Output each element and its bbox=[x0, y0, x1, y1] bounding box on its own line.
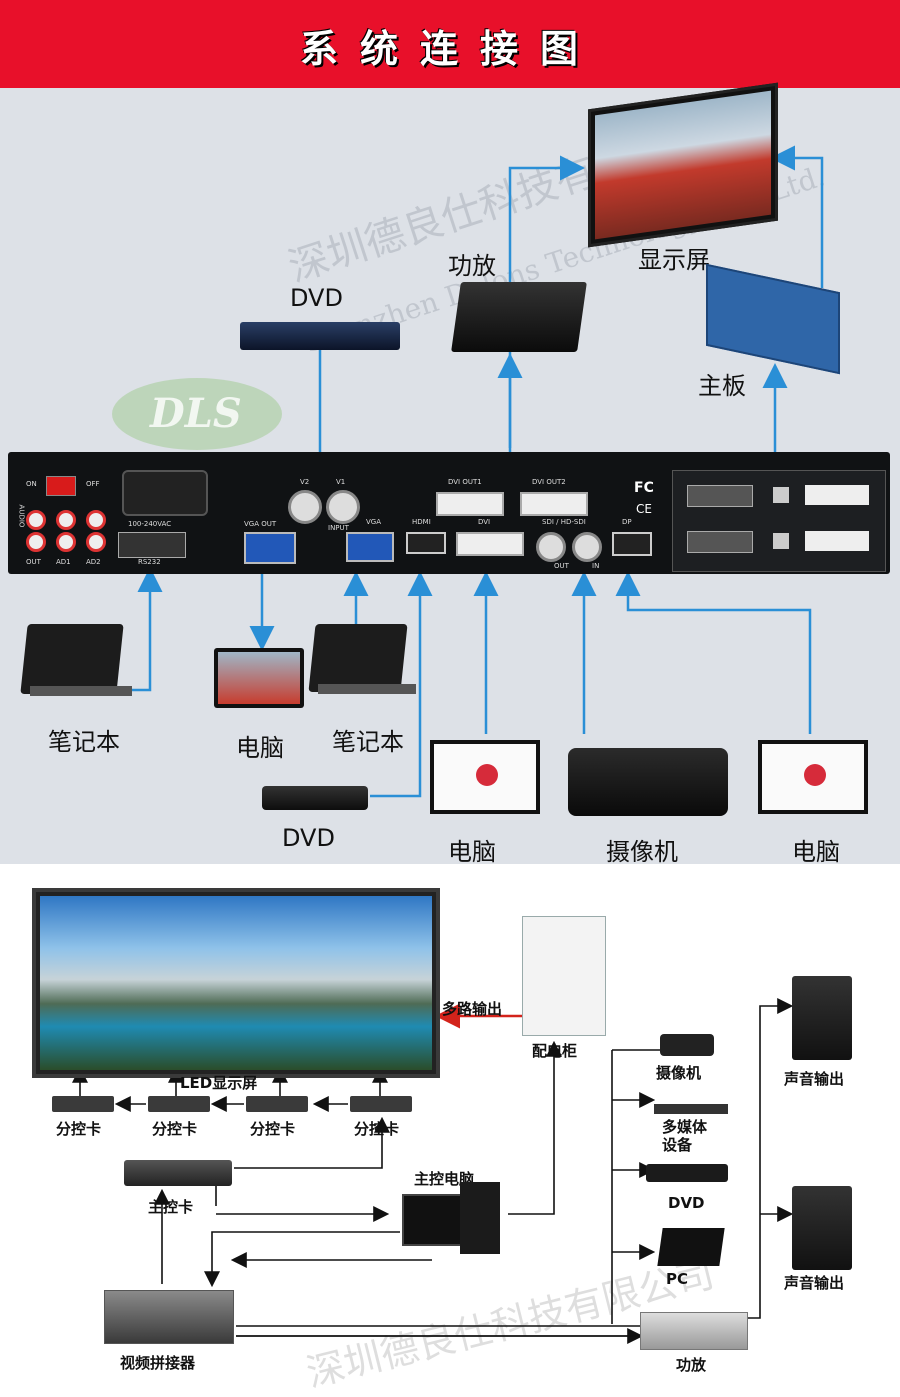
bnc-v1[interactable] bbox=[326, 490, 360, 524]
label-main-card: 主控卡 bbox=[148, 1198, 194, 1216]
pc-monitor-2 bbox=[758, 740, 868, 814]
vga-in-port[interactable] bbox=[346, 532, 394, 562]
video-processor-back-panel: ON OFF AUDIO OUT AD1 AD2 100-240VAC RS23… bbox=[8, 452, 890, 574]
bnc-v2[interactable] bbox=[288, 490, 322, 524]
dvi-in-port[interactable] bbox=[456, 532, 524, 556]
sending-card-ports[interactable] bbox=[672, 470, 886, 572]
title-banner: 系统连接图 bbox=[0, 0, 900, 88]
laptop-2 bbox=[308, 624, 408, 692]
ce-mark: CE bbox=[636, 502, 652, 516]
dvi-out2-port[interactable] bbox=[520, 492, 588, 516]
video-camera bbox=[568, 748, 728, 816]
amplifier-device bbox=[451, 282, 587, 352]
label-pc2: 电脑 bbox=[792, 838, 840, 866]
label-sub-card-1: 分控卡 bbox=[56, 1120, 102, 1138]
label-camera: 摄像机 bbox=[606, 838, 678, 866]
label-splicer: 视频拼接器 bbox=[120, 1354, 196, 1372]
label-sound-out-1: 声音输出 bbox=[784, 1070, 845, 1088]
label-sub-card-4: 分控卡 bbox=[354, 1120, 400, 1138]
page-title: 系统连接图 bbox=[299, 27, 600, 71]
dvi-out1-port[interactable] bbox=[436, 492, 504, 516]
main-pc-monitor bbox=[402, 1194, 464, 1246]
laptop-1 bbox=[20, 624, 124, 694]
label-mainboard: 主板 bbox=[698, 372, 746, 400]
sub-card-4 bbox=[350, 1096, 412, 1112]
rs232-port[interactable] bbox=[118, 532, 186, 558]
power-switch[interactable] bbox=[46, 476, 76, 496]
main-control-card bbox=[124, 1160, 232, 1186]
speaker-2 bbox=[792, 1186, 852, 1270]
speaker-1 bbox=[792, 976, 852, 1060]
label-cabinet: 配电柜 bbox=[532, 1042, 578, 1060]
camcorder-icon bbox=[660, 1034, 714, 1056]
laptop-1-base bbox=[30, 686, 132, 696]
audio-jacks[interactable] bbox=[22, 510, 112, 552]
led-display-screen bbox=[588, 82, 778, 248]
multimedia-device bbox=[654, 1104, 728, 1114]
label-laptop1: 笔记本 bbox=[48, 728, 120, 756]
label-amp: 功放 bbox=[448, 252, 496, 280]
label-multi-out: 多路输出 bbox=[442, 1000, 503, 1018]
led-screen-large bbox=[32, 888, 440, 1078]
sub-card-1 bbox=[52, 1096, 114, 1112]
label-multimedia: 多媒体 设备 bbox=[662, 1118, 708, 1154]
sdi-out-port[interactable] bbox=[536, 532, 566, 562]
sub-card-3 bbox=[246, 1096, 308, 1112]
dp-port[interactable] bbox=[612, 532, 652, 556]
watermark-logo: DLS bbox=[112, 378, 282, 450]
label-dvd-top: DVD bbox=[290, 284, 343, 312]
dvd-player-top bbox=[240, 322, 400, 350]
vga-out-port[interactable] bbox=[244, 532, 296, 564]
label-laptop2: 笔记本 bbox=[332, 728, 404, 756]
connection-diagram-bottom: 深圳德良仕科技有限公司 bbox=[0, 864, 900, 1395]
label-monitor-out: 电脑 bbox=[236, 734, 284, 762]
label-dvd: DVD bbox=[668, 1194, 705, 1212]
laptop-2-base bbox=[318, 684, 416, 694]
dvd-device bbox=[646, 1164, 728, 1182]
hdmi-port[interactable] bbox=[406, 532, 446, 554]
dvd-player-bottom bbox=[262, 786, 368, 810]
sdi-in-port[interactable] bbox=[572, 532, 602, 562]
label-camcorder: 摄像机 bbox=[656, 1064, 702, 1082]
fc-mark: FC bbox=[634, 480, 654, 496]
label-main-pc: 主控电脑 bbox=[414, 1170, 475, 1188]
label-led-screen: LED显示屏 bbox=[180, 1074, 258, 1092]
monitor-output bbox=[214, 648, 304, 708]
pc-monitor-1 bbox=[430, 740, 540, 814]
label-amp-bottom: 功放 bbox=[676, 1356, 707, 1374]
video-splicer bbox=[104, 1290, 234, 1344]
label-display: 显示屏 bbox=[638, 246, 710, 274]
label-sub-card-3: 分控卡 bbox=[250, 1120, 296, 1138]
label-dvd-bottom: DVD bbox=[282, 824, 335, 852]
amplifier-bottom bbox=[640, 1312, 748, 1350]
pc-laptop bbox=[657, 1228, 725, 1266]
label-pc: PC bbox=[666, 1270, 689, 1288]
label-pc1: 电脑 bbox=[448, 838, 496, 866]
connection-diagram-top: 深圳德良仕科技有限公司 Shenzhen Delons Technology C… bbox=[0, 82, 900, 866]
main-pc-tower bbox=[460, 1182, 500, 1254]
label-sound-out-2: 声音输出 bbox=[784, 1274, 845, 1292]
label-sub-card-2: 分控卡 bbox=[152, 1120, 198, 1138]
power-socket[interactable] bbox=[122, 470, 208, 516]
power-cabinet bbox=[522, 916, 606, 1036]
sub-card-2 bbox=[148, 1096, 210, 1112]
